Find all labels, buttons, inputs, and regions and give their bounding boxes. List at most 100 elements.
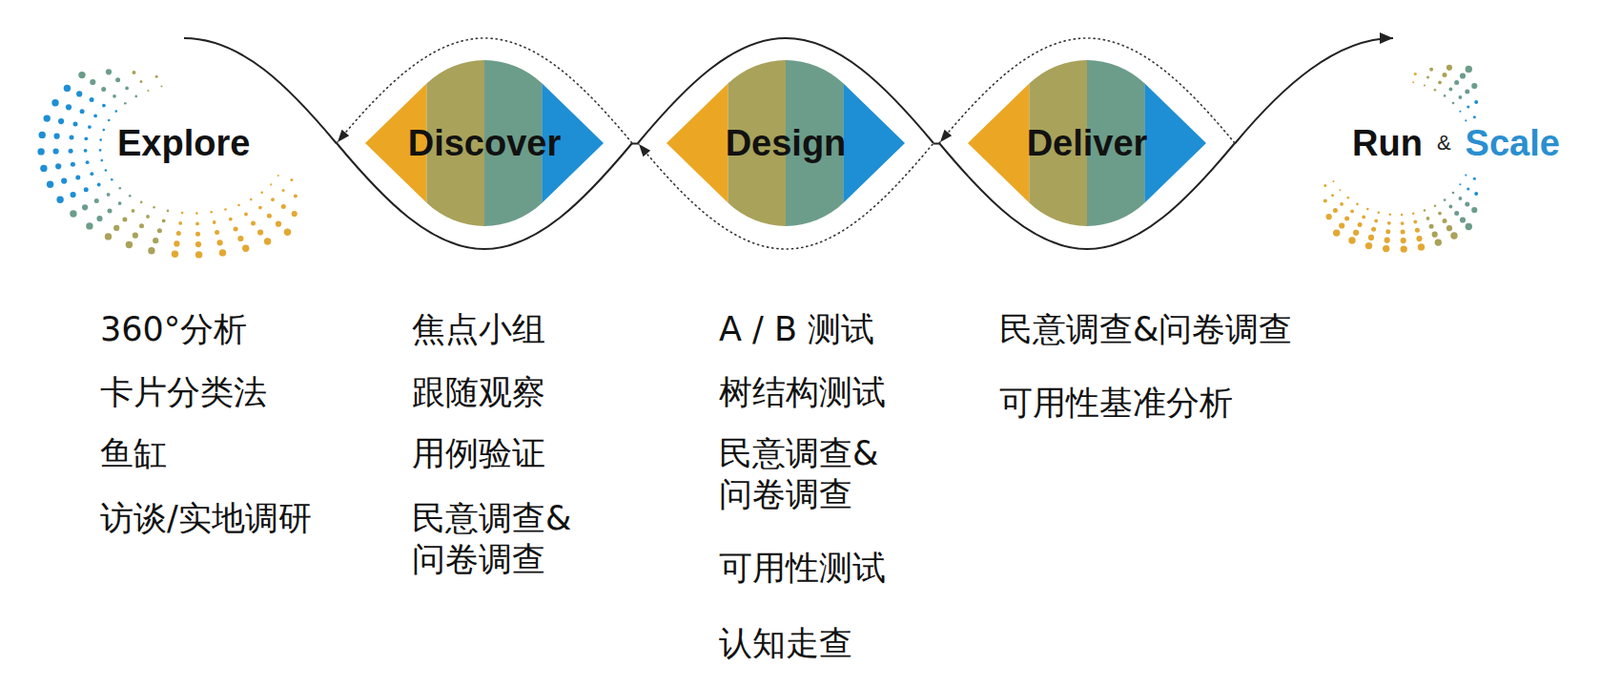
ring-dot <box>93 114 98 119</box>
ring-dot <box>1458 110 1461 113</box>
method-label: 可用性测试 <box>718 547 886 589</box>
ring-dot <box>1464 89 1470 95</box>
method-holder: 树结构测试 <box>718 371 886 413</box>
ring-dot <box>269 183 272 185</box>
ring-dot <box>1464 202 1470 207</box>
ring-dot <box>87 124 92 129</box>
flow-line <box>933 143 940 145</box>
ring-dot <box>250 221 256 226</box>
ring-dot <box>55 163 62 169</box>
ring-dot <box>1371 226 1376 232</box>
method-label: 民意调查& 问卷调查 <box>411 497 594 581</box>
ring-dot <box>233 225 239 231</box>
ring-dot <box>1400 213 1404 217</box>
ring-dot <box>1458 196 1463 201</box>
method-holder: 焦点小组 <box>411 308 546 350</box>
method-holder: 民意调查&问卷调查 <box>999 308 1293 350</box>
phase-lens: Design <box>637 38 934 249</box>
ring-dot <box>1449 205 1454 209</box>
ring-dot <box>1443 94 1447 98</box>
method-label: 民意调查& 问卷调查 <box>718 432 901 516</box>
ring-dot <box>1384 237 1391 244</box>
ring-dot <box>1449 87 1454 92</box>
ring-dot <box>89 79 96 85</box>
ring-dot <box>51 99 59 106</box>
ring-dot <box>162 219 166 224</box>
ring-dot <box>132 232 139 239</box>
ring-label: Explore <box>117 122 250 165</box>
ring-dot <box>1331 193 1334 197</box>
flow-arrowhead <box>1379 32 1394 44</box>
ring-dot <box>1412 81 1415 83</box>
ring-dot <box>56 196 63 204</box>
ring-dot <box>160 84 163 87</box>
ring-dot <box>209 210 213 214</box>
ring-dot <box>1365 242 1373 249</box>
ring-dot <box>258 205 263 210</box>
ring-dot <box>123 102 127 105</box>
ring-dot <box>119 186 123 190</box>
phase-title: Discover <box>408 123 562 165</box>
ring-dot <box>107 119 111 123</box>
ring-dot <box>69 209 77 217</box>
ring-dot <box>264 237 271 245</box>
lens-stripes <box>637 38 934 249</box>
ring-dot <box>237 235 244 242</box>
ring-dot <box>195 250 203 258</box>
ring-dot <box>1338 188 1341 191</box>
ring-dot <box>1446 225 1453 231</box>
ring-dot <box>1423 208 1427 212</box>
method-holder: 可用性基准分析 <box>999 382 1233 424</box>
ring-dot <box>237 204 241 207</box>
method-label: 认知走查 <box>718 622 853 664</box>
stage-title: Explore <box>117 122 250 165</box>
ring-dot <box>140 201 144 205</box>
ring-dot <box>281 204 287 209</box>
ring-dot <box>1437 211 1442 216</box>
ring-dot <box>1454 210 1459 216</box>
ring-dot <box>40 164 47 172</box>
ring-dot <box>1377 211 1381 215</box>
ring-dot <box>1454 80 1459 85</box>
ring-dot <box>1471 206 1477 213</box>
ring-dot <box>102 128 106 132</box>
ring-dot <box>257 228 264 235</box>
ring-dot <box>1389 213 1393 217</box>
ring-dot <box>291 210 298 217</box>
ring-dot <box>224 207 227 211</box>
ring-dot <box>1423 83 1426 86</box>
ring-dot <box>1400 229 1406 235</box>
method-holder: 鱼缸 <box>100 432 167 474</box>
ring-dot <box>1473 115 1477 119</box>
method-label: 鱼缸 <box>100 432 167 474</box>
ring-dot <box>1382 245 1390 252</box>
ring-dot <box>1344 216 1350 222</box>
ring-dot <box>82 204 88 210</box>
phase-lens: Discover <box>336 38 633 249</box>
ring-dot <box>1432 231 1438 238</box>
phase-ring: Explore <box>19 38 306 260</box>
ring-dot <box>128 194 132 198</box>
ring-dot <box>1429 224 1435 229</box>
method-label: A / B 测试 <box>718 308 875 350</box>
ring-dot <box>1446 64 1453 71</box>
phase-ring: Run&Scale <box>1249 38 1593 260</box>
ring-dot <box>260 191 264 195</box>
ring-dot <box>1339 202 1344 206</box>
phase-lens: Deliver <box>939 38 1235 249</box>
ring-dot <box>1348 236 1355 244</box>
ring-dot <box>1459 72 1466 79</box>
method-label: 用例验证 <box>411 432 546 474</box>
stripe-orange <box>637 38 728 249</box>
ring-dot <box>249 198 253 202</box>
ring-dot <box>1414 72 1417 76</box>
ring-dot <box>1333 207 1338 213</box>
ring-dot <box>1368 234 1375 241</box>
flow-connector <box>632 143 638 144</box>
ring-dot <box>106 192 111 197</box>
method-label: 可用性基准分析 <box>999 382 1233 424</box>
ring-dot <box>122 216 127 222</box>
method-holder: 可用性测试 <box>718 547 886 589</box>
ring-dot <box>195 241 202 247</box>
ring-dot <box>1347 196 1351 200</box>
